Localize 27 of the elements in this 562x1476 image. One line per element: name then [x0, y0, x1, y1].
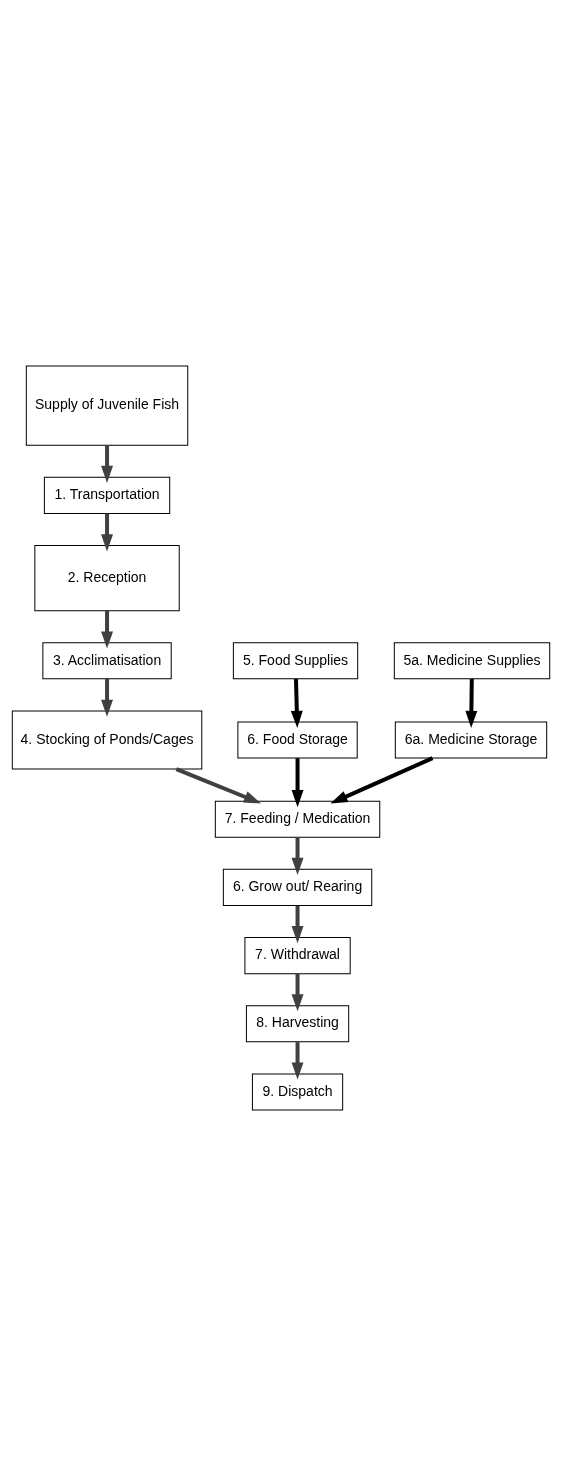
node-box: 7. Feeding / Medication	[214, 800, 381, 838]
arrow	[291, 905, 304, 944]
arrow	[101, 513, 114, 552]
arrow	[465, 678, 478, 728]
node-box: 4. Stocking of Ponds/Cages	[11, 710, 203, 770]
node-box: 2. Reception	[34, 545, 180, 612]
node-box: 5a. Medicine Supplies	[393, 642, 551, 680]
node-box: 7. Withdrawal	[244, 937, 351, 975]
arrow	[291, 837, 304, 875]
node-box: 3. Acclimatisation	[42, 642, 172, 680]
arrow	[290, 678, 303, 728]
arrow	[291, 973, 304, 1012]
arrow	[330, 756, 434, 804]
arrow	[291, 758, 304, 808]
node-box: 1. Transportation	[43, 476, 171, 514]
node-box: 8. Harvesting	[245, 1005, 350, 1043]
arrow	[101, 445, 114, 483]
arrow	[291, 1042, 304, 1080]
arrow	[101, 678, 114, 717]
node-box: 9. Dispatch	[251, 1073, 344, 1111]
node-box: 6a. Medicine Storage	[394, 721, 548, 759]
node-box: 6. Grow out/ Rearing	[222, 868, 373, 906]
node-box: 6. Food Storage	[237, 721, 358, 759]
node-box: Supply of Juvenile Fish	[25, 365, 189, 446]
node-box: 5. Food Supplies	[232, 642, 359, 680]
arrow	[175, 767, 262, 804]
arrow	[101, 611, 114, 649]
